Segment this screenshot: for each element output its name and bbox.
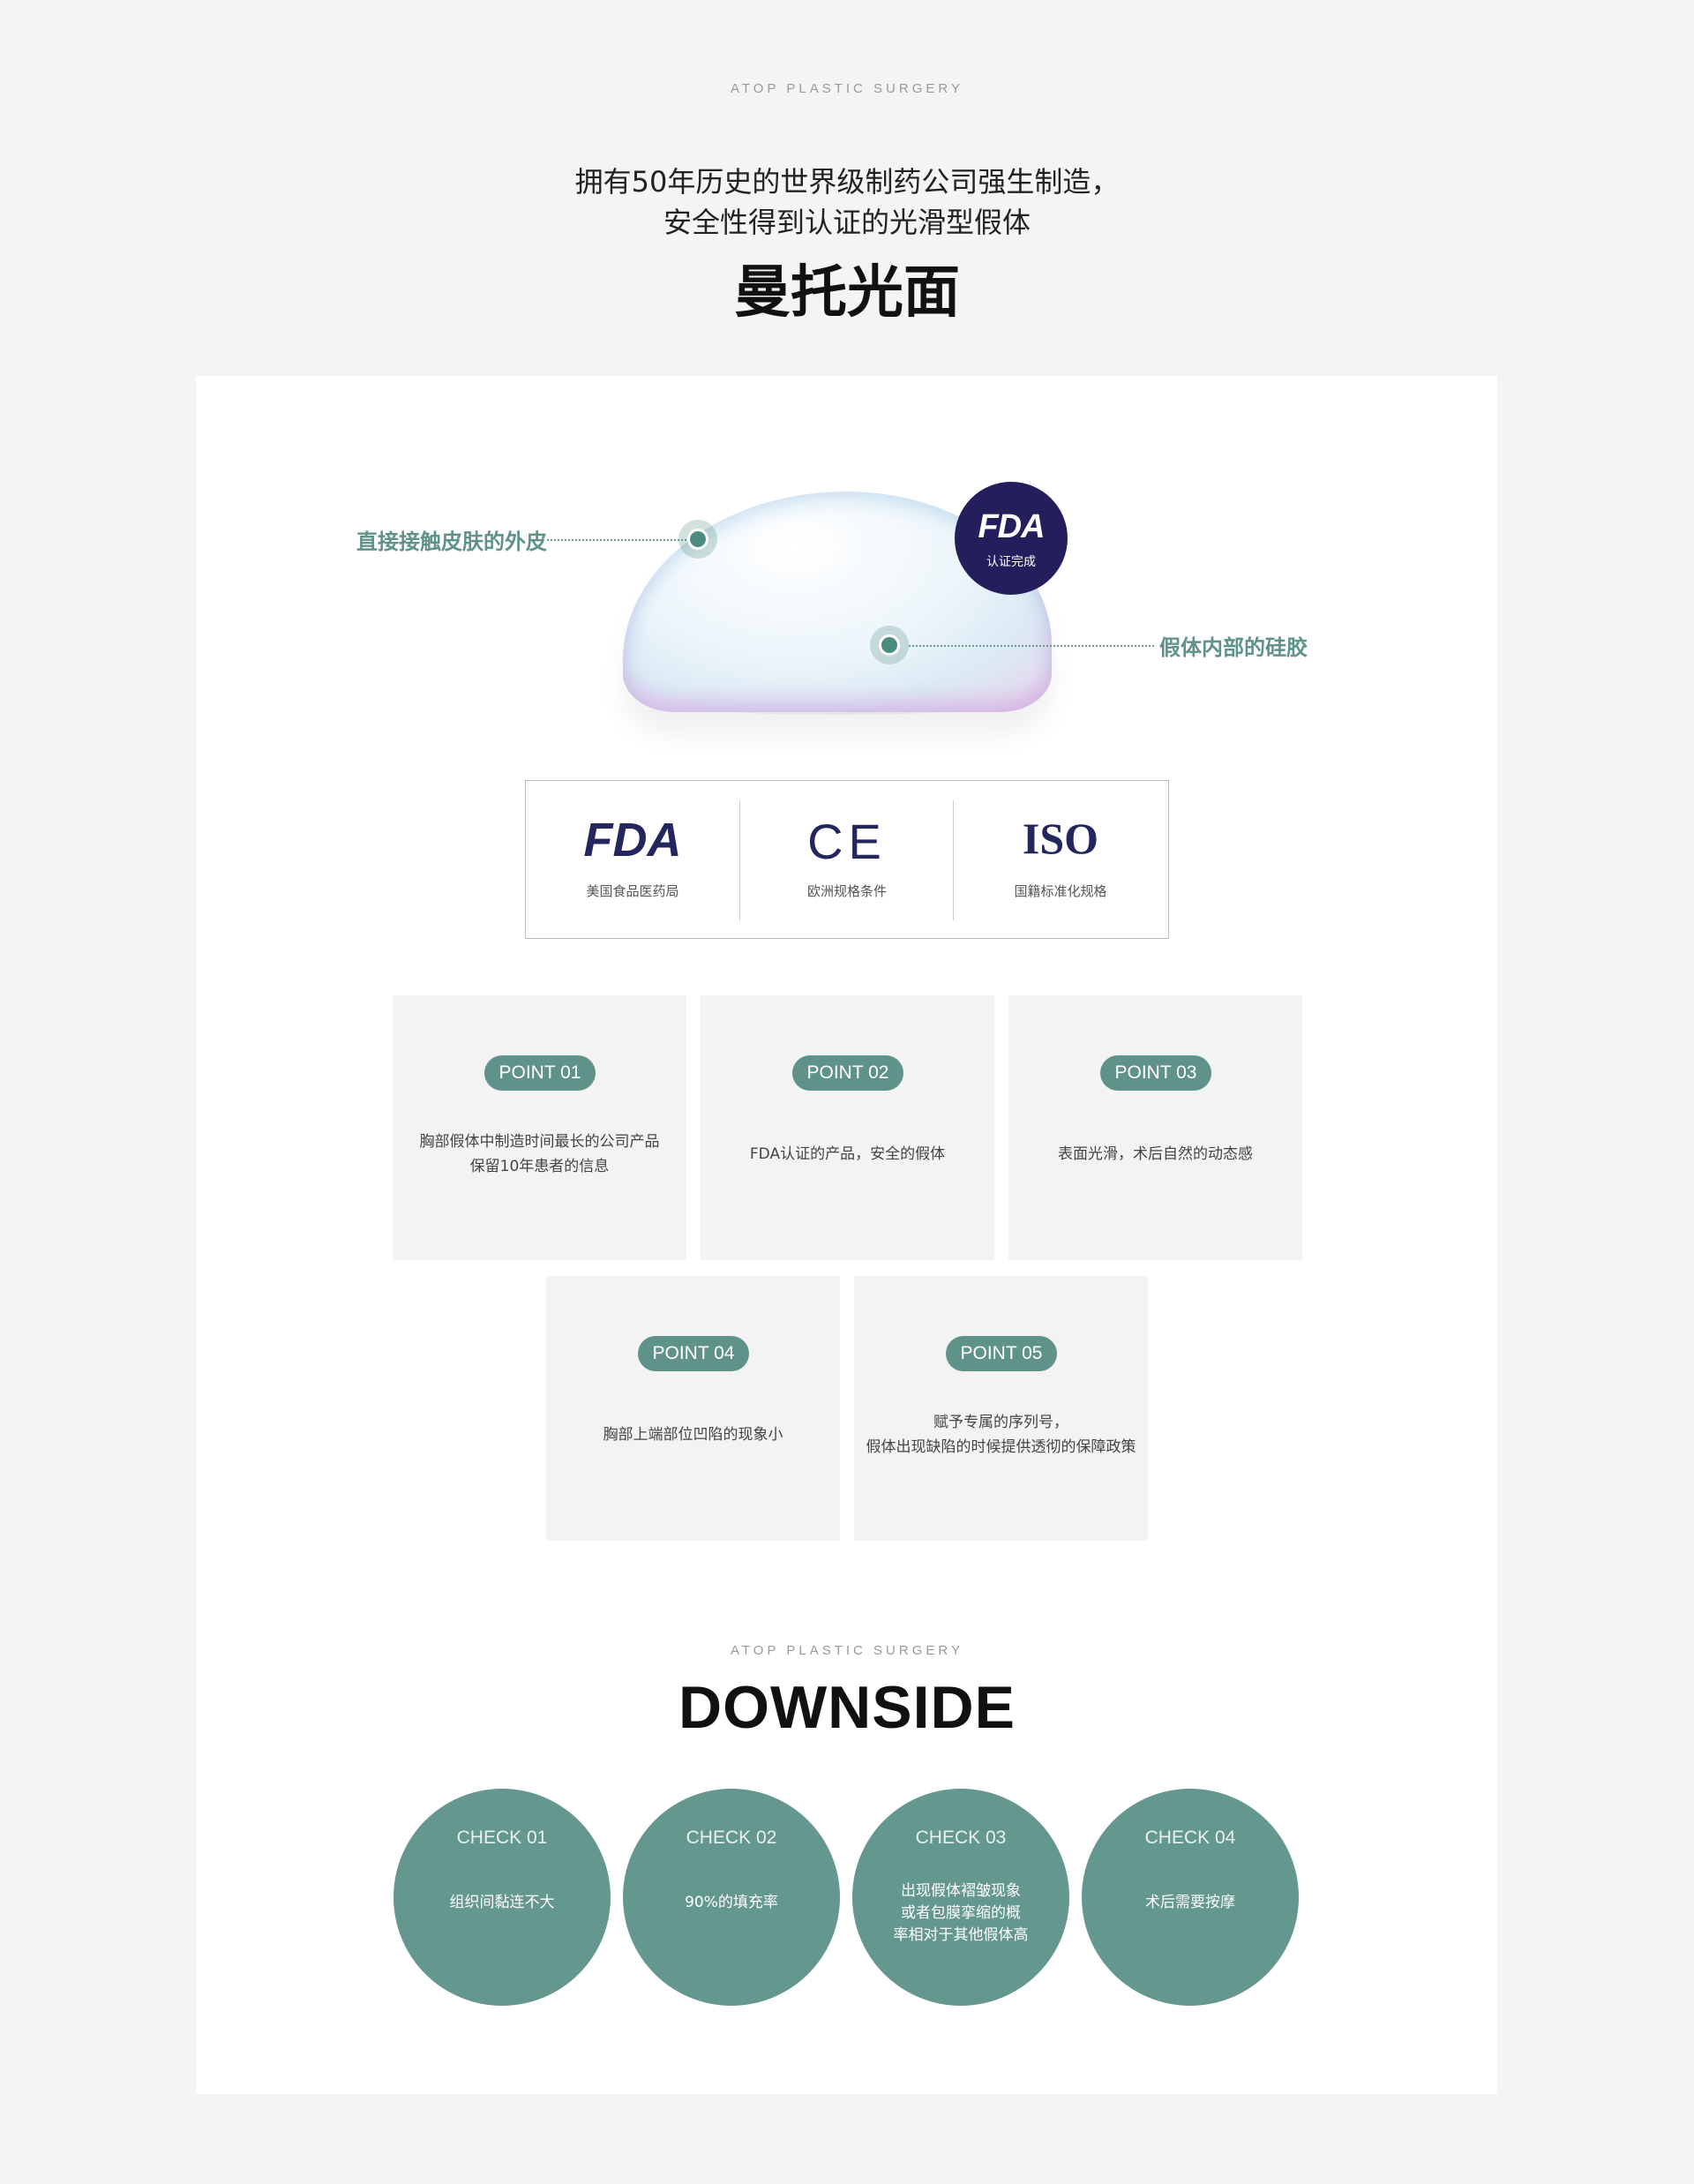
point-card-03: POINT 03 表面光滑，术后自然的动态感 [1008, 995, 1302, 1260]
point-card-01: POINT 01 胸部假体中制造时间最长的公司产品 保留10年患者的信息 [393, 995, 686, 1260]
cert-iso-caption: 国籍标准化规格 [1014, 883, 1107, 899]
cert-ce: CE 欧洲规格条件 [740, 781, 954, 938]
check-text-line: 或者包膜挛缩的概 [901, 1904, 1021, 1922]
callout-outer-shell: 直接接触皮肤的外皮 [356, 529, 547, 554]
fda-badge: FDA 认证完成 [955, 482, 1068, 595]
header-eyebrow: ATOP PLASTIC SURGERY [731, 81, 963, 96]
check-label: CHECK 03 [915, 1828, 1007, 1848]
cert-fda: FDA 美国食品医药局 [526, 781, 739, 938]
check-circle-03: CHECK 03 出现假体褶皱现象 或者包膜挛缩的概 率相对于其他假体高 [852, 1789, 1069, 2006]
callout-right-dot [870, 626, 909, 664]
check-text-line: 术后需要按摩 [1145, 1894, 1235, 1911]
point-text-line: FDA认证的产品，安全的假体 [749, 1145, 946, 1163]
check-label: CHECK 04 [1144, 1828, 1236, 1848]
header-subtitle-line2: 安全性得到认证的光滑型假体 [663, 206, 1031, 239]
check-circle-04: CHECK 04 术后需要按摩 [1082, 1789, 1299, 2006]
point-card-04: POINT 04 胸部上端部位凹陷的现象小 [546, 1276, 840, 1541]
point-text-line: 表面光滑，术后自然的动态感 [1058, 1145, 1253, 1163]
point-pill: POINT 03 [1100, 1055, 1211, 1091]
check-circle-01: CHECK 01 组织间黏连不大 [394, 1789, 611, 2006]
header-subtitle-line1: 拥有50年历史的世界级制药公司强生制造， [574, 165, 1120, 199]
iso-logo-icon: ISO [1022, 814, 1099, 863]
cert-divider [739, 800, 740, 920]
ce-logo-icon: CE [807, 814, 887, 869]
check-circle-02: CHECK 02 90%的填充率 [623, 1789, 840, 2006]
cert-ce-caption: 欧洲规格条件 [806, 883, 887, 899]
point-card-05: POINT 05 赋予专属的序列号， 假体出现缺陷的时候提供透彻的保障政策 [854, 1276, 1148, 1541]
check-text-line: 90%的填充率 [685, 1894, 778, 1911]
check-text-line: 率相对于其他假体高 [893, 1926, 1029, 1944]
point-pill: POINT 01 [484, 1055, 596, 1091]
callout-left-line [547, 539, 697, 541]
point-card-02: POINT 02 FDA认证的产品，安全的假体 [701, 995, 994, 1260]
page-title: 曼托光面 [734, 260, 960, 326]
point-pill: POINT 02 [792, 1055, 903, 1091]
point-text-line: 赋予专属的序列号， [933, 1414, 1068, 1431]
point-text-line: 胸部假体中制造时间最长的公司产品 [419, 1133, 660, 1151]
callout-inner-gel: 假体内部的硅胶 [1159, 635, 1308, 660]
cert-fda-caption: 美国食品医药局 [586, 883, 679, 899]
point-text-line: 假体出现缺陷的时候提供透彻的保障政策 [866, 1438, 1136, 1456]
point-pill: POINT 04 [638, 1336, 749, 1371]
fda-badge-mark: FDA [978, 508, 1045, 545]
check-label: CHECK 01 [456, 1828, 548, 1848]
cert-iso: ISO 国籍标准化规格 [954, 781, 1167, 938]
certification-box: FDA 美国食品医药局 CE 欧洲规格条件 ISO 国籍标准化规格 [525, 780, 1169, 939]
downside-title: DOWNSIDE [678, 1674, 1016, 1741]
downside-eyebrow: ATOP PLASTIC SURGERY [731, 1643, 963, 1658]
check-text-line: 组织间黏连不大 [449, 1894, 555, 1911]
callout-left-dot [678, 520, 717, 559]
fda-logo-icon: FDA [583, 814, 682, 867]
point-pill: POINT 05 [946, 1336, 1057, 1371]
point-text-line: 保留10年患者的信息 [469, 1158, 610, 1175]
check-text-line: 出现假体褶皱现象 [901, 1882, 1021, 1900]
check-label: CHECK 02 [686, 1828, 777, 1848]
callout-right-line [909, 645, 1154, 647]
fda-badge-caption: 认证完成 [986, 555, 1036, 569]
point-text-line: 胸部上端部位凹陷的现象小 [603, 1426, 783, 1444]
cert-divider [953, 800, 954, 920]
